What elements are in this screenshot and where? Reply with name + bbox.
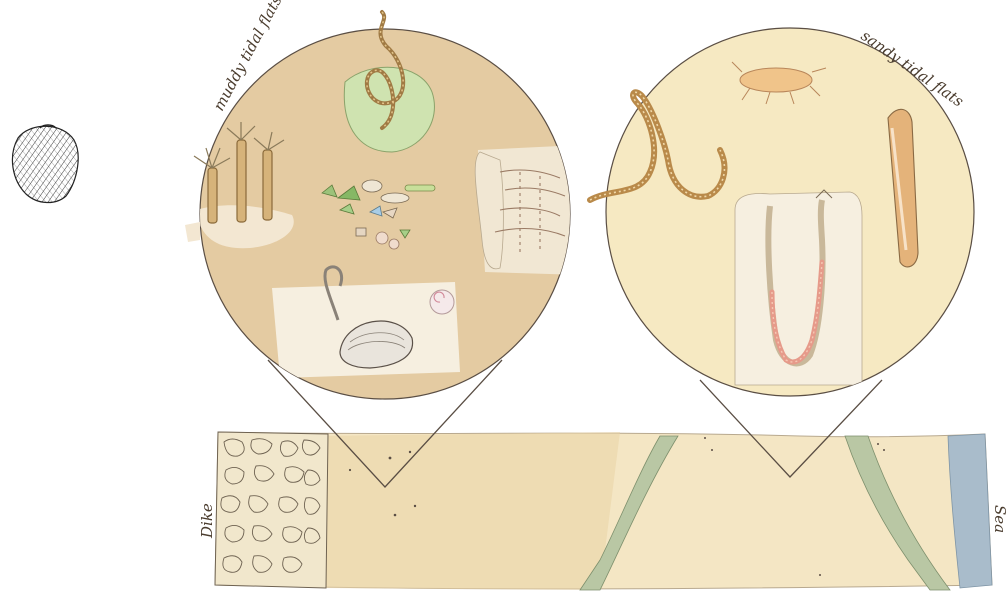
dike-label: Dike (198, 503, 216, 539)
sea-label: Sea (991, 505, 1006, 533)
tidal-flat-strip (215, 432, 992, 590)
snail-icon (430, 290, 454, 314)
dike-cobbles (215, 432, 328, 588)
cockle-shell-icon (12, 125, 78, 203)
